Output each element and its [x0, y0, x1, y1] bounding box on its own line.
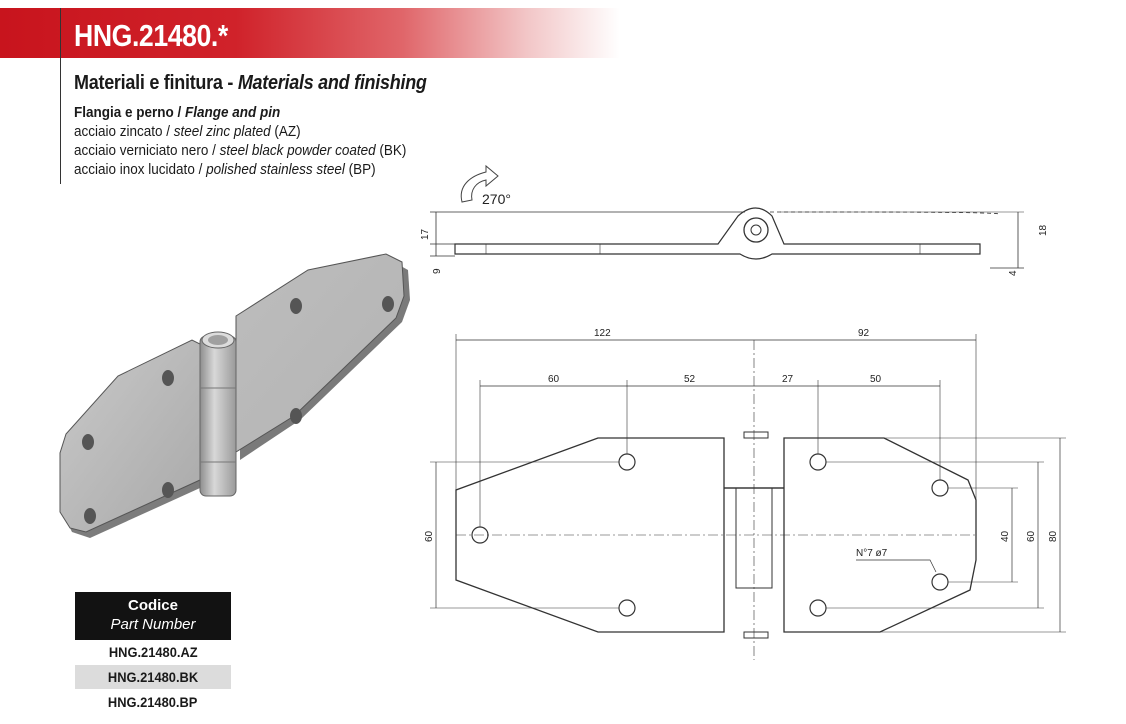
- dim-122: 122: [594, 328, 611, 339]
- sub-it: Flangia e perno /: [74, 104, 186, 121]
- material-en: steel black powder coated: [219, 142, 376, 159]
- part-code: HNG.21480.AZ: [108, 644, 198, 660]
- hole: [162, 482, 174, 498]
- dim-50: 50: [870, 374, 882, 385]
- material-line-bp: acciaio inox lucidato / polished stainle…: [74, 160, 542, 179]
- material-line-az: acciaio zincato / steel zinc plated (AZ): [74, 122, 542, 141]
- material-en: steel zinc plated: [173, 123, 271, 140]
- top-view: [430, 334, 1066, 660]
- hole: [382, 296, 394, 312]
- material-it: acciaio inox lucidato /: [74, 161, 207, 178]
- dim-side-18: 18: [1038, 224, 1049, 236]
- rotation-label: 270°: [482, 191, 511, 207]
- vertical-divider: [60, 8, 61, 184]
- dim-27: 27: [782, 374, 794, 385]
- header-codice: Codice: [127, 597, 178, 614]
- table-header: Codice Part Number: [75, 592, 231, 640]
- flange-pin-subheading: Flangia e perno / Flange and pin: [74, 103, 542, 122]
- material-en: polished stainless steel: [206, 161, 345, 178]
- materials-heading-it: Materiali e finitura -: [74, 72, 238, 94]
- table-row: HNG.21480.BK: [75, 665, 231, 690]
- hole: [82, 434, 94, 450]
- dim-60-left: 60: [424, 530, 435, 542]
- table-row: HNG.21480.BP: [75, 690, 231, 715]
- part-code: HNG.21480.BK: [107, 669, 199, 685]
- part-code: HNG.21480.BP: [108, 694, 198, 710]
- rotation-arrow-icon: [460, 164, 499, 203]
- materials-heading: Materiali e finitura - Materials and fin…: [74, 72, 542, 95]
- dim-52: 52: [684, 374, 696, 385]
- dim-side-17: 17: [420, 228, 431, 240]
- hole: [290, 408, 302, 424]
- materials-section: Materiali e finitura - Materials and fin…: [74, 72, 594, 179]
- side-view: [430, 207, 1024, 269]
- hole: [290, 298, 302, 314]
- table-row: HNG.21480.AZ: [75, 640, 231, 665]
- material-it: acciaio zincato /: [74, 123, 174, 140]
- header-part-number: Part Number: [110, 616, 196, 633]
- hinge-render-image: [59, 253, 410, 538]
- dim-80: 80: [1048, 530, 1059, 542]
- material-line-bk: acciaio verniciato nero / steel black po…: [74, 141, 542, 160]
- holes-note: N°7 ø7: [856, 548, 888, 559]
- dim-40: 40: [1000, 530, 1011, 542]
- hole: [162, 370, 174, 386]
- material-code: (AZ): [270, 123, 301, 140]
- dim-60-right: 60: [1026, 530, 1037, 542]
- dim-side-9: 9: [432, 268, 443, 274]
- material-it: acciaio verniciato nero /: [74, 142, 220, 159]
- product-code-title: HNG.21480.*: [74, 18, 228, 53]
- material-code: (BP): [344, 161, 376, 178]
- material-code: (BK): [375, 142, 407, 159]
- dim-60-top: 60: [548, 374, 560, 385]
- part-number-table: Codice Part Number HNG.21480.AZ HNG.2148…: [75, 592, 231, 715]
- title-banner: HNG.21480.*: [0, 8, 620, 58]
- hole: [84, 508, 96, 524]
- dim-side-4: 4: [1008, 270, 1019, 276]
- materials-heading-en: Materials and finishing: [237, 72, 427, 94]
- sub-en: Flange and pin: [185, 104, 281, 121]
- dim-92: 92: [858, 328, 870, 339]
